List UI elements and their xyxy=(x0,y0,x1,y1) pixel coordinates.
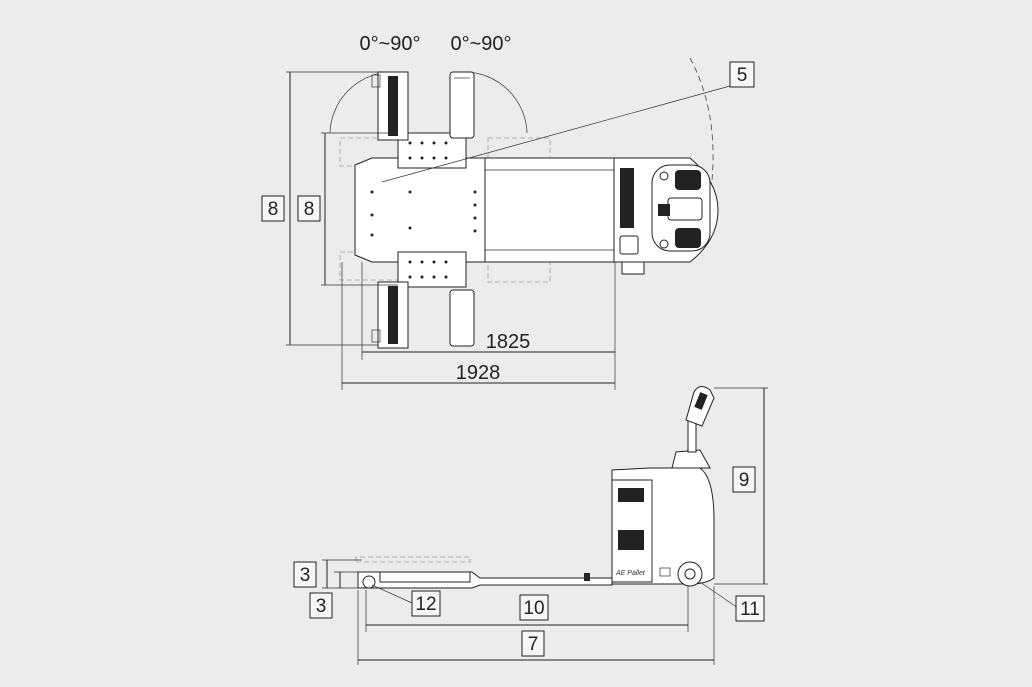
leader-11 xyxy=(699,581,739,609)
fork-beam xyxy=(484,157,616,263)
side-attachment xyxy=(379,571,471,583)
lower-clamp-plate xyxy=(397,251,467,288)
upper-left-arm xyxy=(371,71,409,141)
leader-12 xyxy=(371,584,413,604)
turning-radius-arc xyxy=(689,57,714,181)
top-view: 0°~90° 0°~90° 1825 1928 8 8 5 xyxy=(261,33,755,390)
lower-left-arm xyxy=(371,281,409,349)
truck-head-top xyxy=(613,157,719,275)
callout-11: 11 xyxy=(740,599,760,620)
right-swing-arc xyxy=(463,71,528,134)
right-angle-label: 0°~90° xyxy=(450,33,511,55)
callout-9: 9 xyxy=(739,470,750,491)
callout-5: 5 xyxy=(737,65,748,86)
side-brand-label: AE Pallet xyxy=(615,570,646,577)
dim-1825-label: 1825 xyxy=(486,331,531,353)
dim-1928-label: 1928 xyxy=(456,362,501,384)
left-angle-label: 0°~90° xyxy=(359,33,420,55)
callout-7: 7 xyxy=(528,634,539,655)
side-view: AE Pallet 9 3 3 12 10 11 7 xyxy=(293,386,768,665)
callout-3-top: 3 xyxy=(300,565,311,586)
attachment-frame xyxy=(354,157,486,263)
load-roller xyxy=(362,575,376,589)
upper-right-arm xyxy=(449,71,475,139)
lower-right-arm xyxy=(449,289,475,347)
callout-12: 12 xyxy=(415,594,436,615)
callout-10: 10 xyxy=(523,598,544,619)
bolt-pattern xyxy=(370,141,477,279)
callout-8-inner: 8 xyxy=(304,199,315,220)
callout-3-bottom: 3 xyxy=(316,596,327,617)
leader-5 xyxy=(381,85,731,183)
callout-8-outer: 8 xyxy=(268,199,279,220)
truck-body-side xyxy=(611,386,715,587)
